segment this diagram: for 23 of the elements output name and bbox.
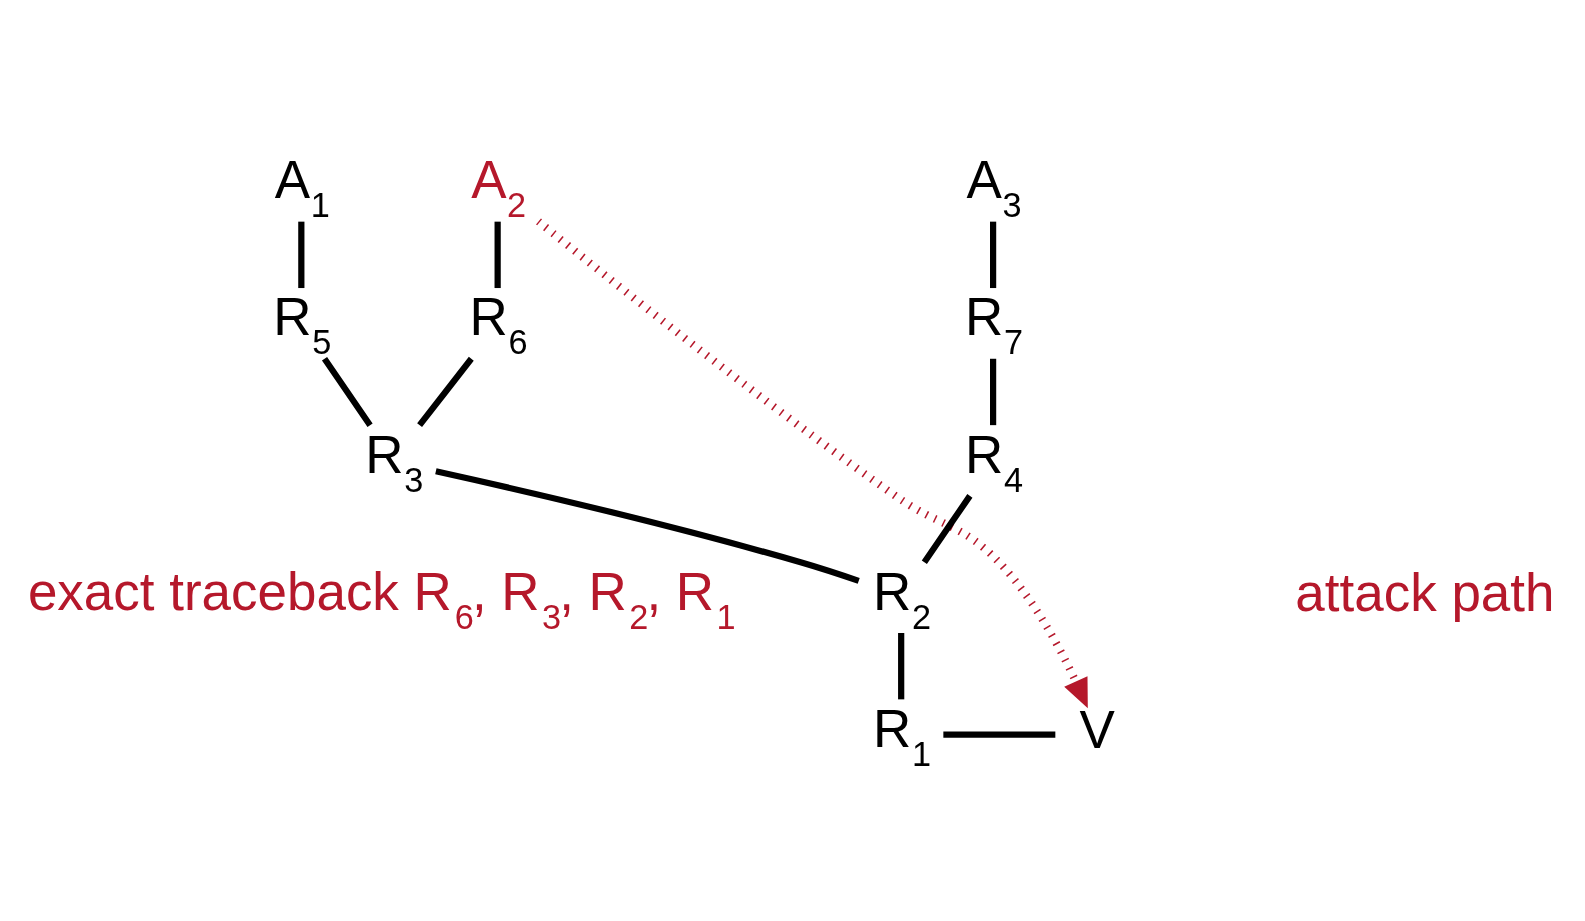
node-text: A$_{1}$ [274, 150, 330, 225]
connector [321, 357, 373, 427]
node-text: R$_{2}$ [873, 561, 932, 636]
connector [494, 221, 501, 289]
connector [990, 221, 997, 289]
node-text: R$_{5}$ [273, 287, 332, 362]
node-text: A$_{2}$ [471, 150, 527, 225]
node-text: R$_{7}$ [965, 287, 1024, 362]
node-text: R$_{6}$ [469, 287, 528, 362]
label: attack path [1295, 563, 1555, 623]
label: exact traceback R$_{6}$, R$_{3}$, R$_{2}$, R$_{1}$ [27, 561, 736, 636]
node-text: R$_{3}$ [365, 424, 424, 499]
arrow [536, 218, 1088, 709]
connector [417, 356, 474, 428]
connector [435, 468, 860, 584]
connector [898, 632, 905, 700]
node-text: R$_{1}$ [873, 698, 932, 773]
connector [298, 221, 305, 289]
connector [990, 358, 997, 426]
connector [943, 731, 1056, 738]
node-text: V [1079, 700, 1115, 760]
node-text: A$_{3}$ [966, 150, 1022, 225]
node-text: R$_{4}$ [965, 424, 1024, 499]
